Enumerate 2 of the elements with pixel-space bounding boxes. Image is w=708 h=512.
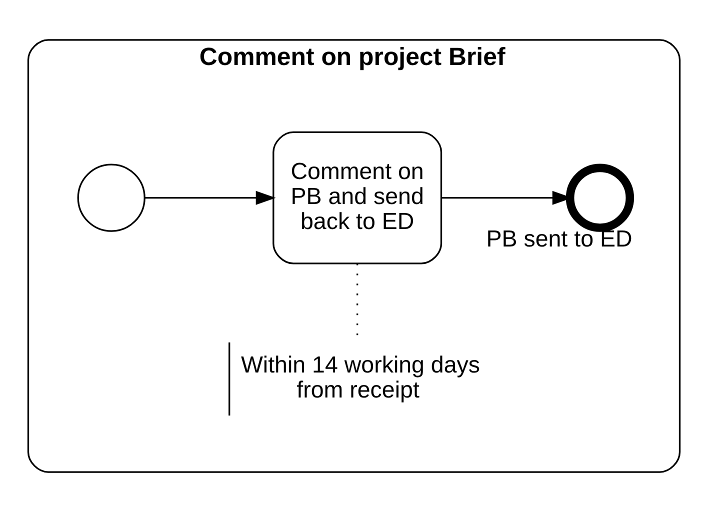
node-text: Within 14 working days from receipt (240, 352, 480, 403)
node-label: PB sent to ED (486, 225, 632, 252)
